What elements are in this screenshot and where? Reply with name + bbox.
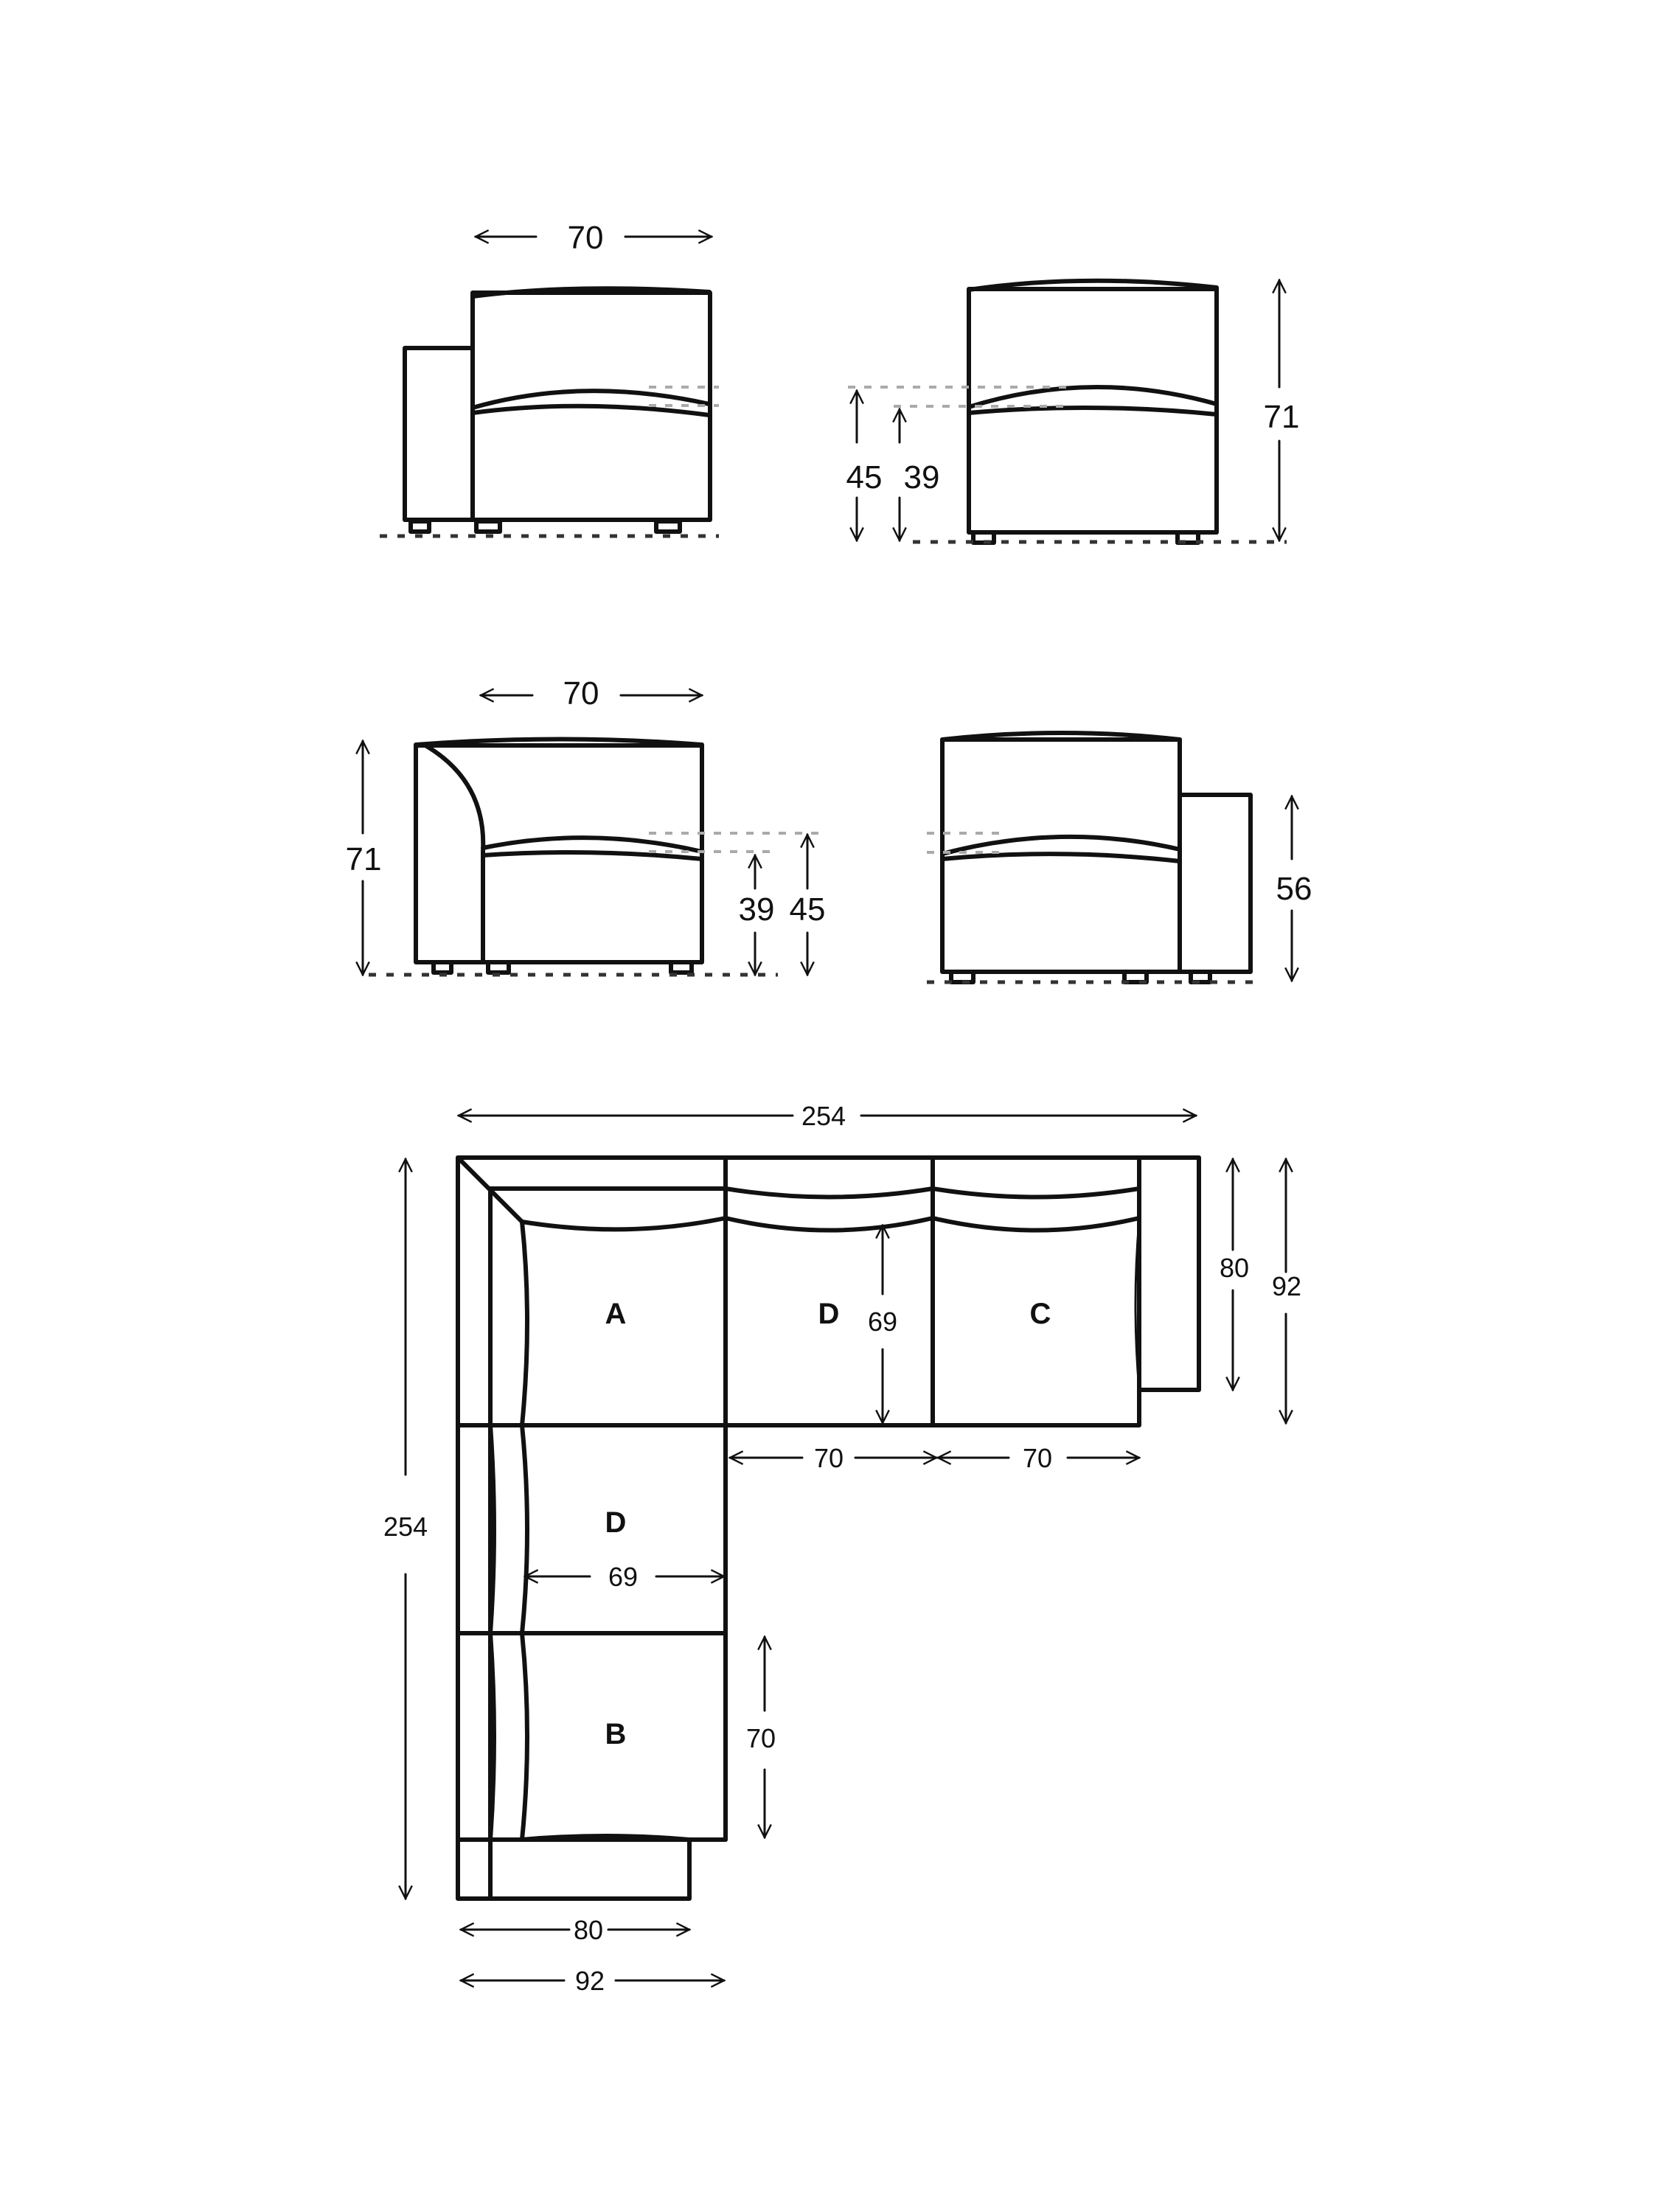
seat-depth-69-label: 69 — [868, 1307, 897, 1337]
depth-80-label: 80 — [1220, 1253, 1249, 1283]
seat-45-label: 45 — [790, 891, 826, 928]
plan-view: 254 A D C D B 69 70 — [383, 1101, 1301, 1996]
corner-module-view: 70 71 39 45 — [346, 675, 826, 977]
total-depth-254-label: 254 — [383, 1512, 428, 1542]
width-80-label: 80 — [574, 1915, 603, 1945]
module-width-70-label-2: 70 — [1023, 1443, 1052, 1473]
seat-width-69-label: 69 — [608, 1562, 638, 1592]
right-arm-module-view: 56 — [927, 731, 1312, 984]
height-71-label: 71 — [346, 841, 382, 877]
left-arm-module-view: 70 — [380, 220, 719, 538]
seat-height-45-label: 45 — [846, 459, 883, 495]
total-width-254-label: 254 — [801, 1101, 846, 1131]
width-92-label: 92 — [575, 1966, 605, 1996]
arm-height-56-label: 56 — [1276, 871, 1312, 907]
total-height-71-label: 71 — [1264, 399, 1300, 435]
seat-39-label: 39 — [739, 891, 775, 928]
module-label-d-top: D — [818, 1298, 840, 1330]
depth-92-label: 92 — [1272, 1271, 1301, 1301]
module-label-d-left: D — [605, 1506, 627, 1539]
module-width-70-label-b: 70 — [746, 1723, 776, 1753]
module-label-c: C — [1030, 1298, 1051, 1330]
seat-height-39-label: 39 — [904, 459, 940, 495]
width-70-label: 70 — [568, 220, 604, 256]
width-70-label: 70 — [563, 675, 599, 712]
module-label-b: B — [605, 1718, 627, 1750]
module-label-a: A — [605, 1298, 627, 1330]
module-width-70-label: 70 — [814, 1443, 844, 1473]
armless-module-view: 45 39 71 — [846, 278, 1300, 545]
